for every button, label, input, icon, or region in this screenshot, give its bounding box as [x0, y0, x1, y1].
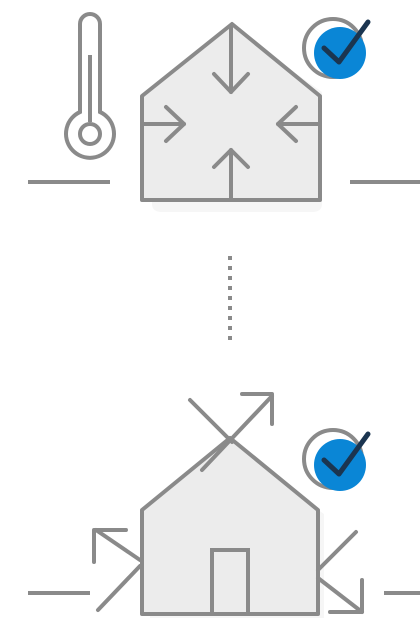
house-icon [140, 22, 322, 202]
check-badge-icon [302, 17, 371, 79]
thermometer-icon [64, 12, 116, 160]
door-icon [210, 548, 250, 616]
bottom-scene [28, 392, 420, 618]
top-scene [28, 12, 420, 212]
house-icon [140, 436, 320, 616]
inward-arrows-icon [140, 24, 322, 202]
outward-arrows-icon [92, 392, 364, 614]
check-badge-icon [302, 428, 371, 491]
